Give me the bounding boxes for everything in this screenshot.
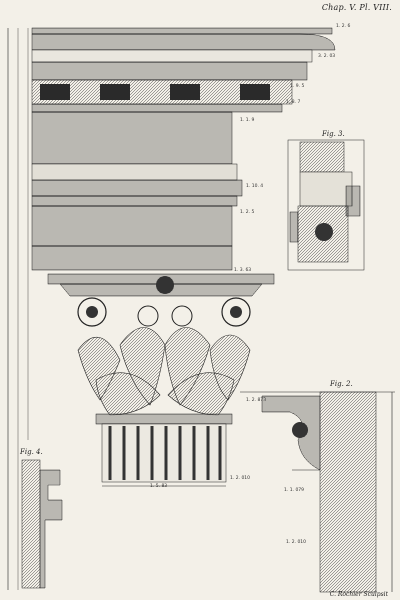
dim-cornice-3: 1. 8. 7 [286,100,301,105]
dim-cornice-top: 1. 2. 6 [336,24,351,29]
fig4-profile [21,459,63,589]
dim-fig2-mid: 1. 1. 079 [284,488,305,493]
fig2-label: Fig. 2. [330,380,353,388]
dim-shaft-right: 1. 2. 010 [230,476,251,481]
entablature [31,27,336,271]
chapter-plate-label: Chap. V. Pl. VIII. [321,3,392,12]
fig2-profile [240,391,395,593]
dim-shaft-base: 1. 5. 83 [150,484,168,489]
dim-cornice-1: 3. 2. 03 [318,54,336,59]
dim-capital-1: 1. 3. 63 [234,268,252,273]
dim-fig2-top: 1. 2. 873 [246,398,267,403]
fig3-detail [287,139,365,271]
column-shaft [101,423,227,487]
corinthian-capital [47,273,275,425]
fig3-label: Fig. 3. [322,130,345,138]
dim-fig2-low: 1. 2. 010 [286,540,307,545]
dim-frieze-1: 1. 1. 9 [240,118,255,123]
dim-cornice-2: 1. 9. 5 [290,84,305,89]
dim-architrave-2: 1. 2. 5 [240,210,255,215]
left-scale [7,28,29,590]
dim-architrave-1: 1. 10. 4 [246,184,264,189]
engraver-signature: C. Rochier Sculpsit [329,591,388,598]
fig4-label: Fig. 4. [20,448,43,456]
